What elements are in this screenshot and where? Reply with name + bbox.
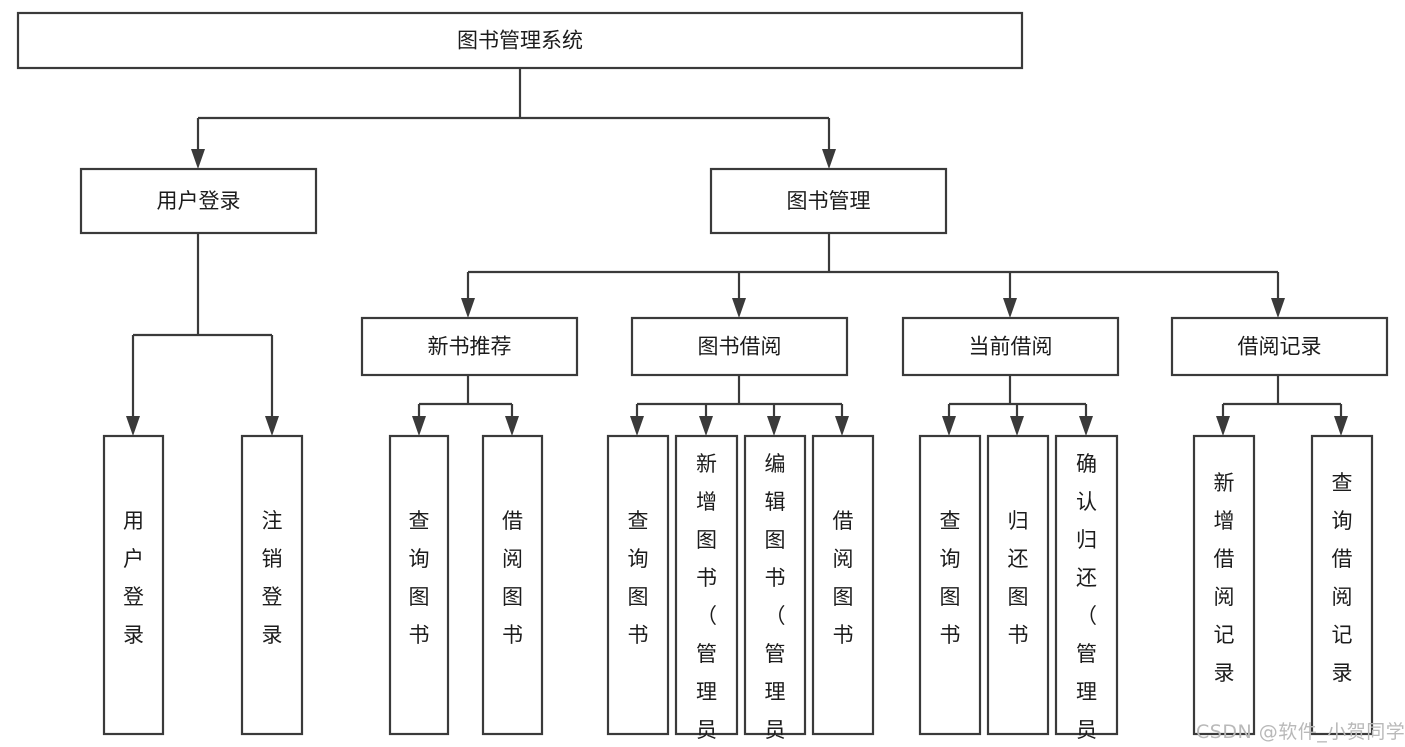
node-label: 查询图书 <box>628 509 649 647</box>
connector-branch-current <box>942 375 1093 436</box>
node-box <box>1192 434 1256 736</box>
node-label: 查询借阅记录 <box>1332 471 1353 685</box>
arrow-head-icon <box>1010 416 1024 436</box>
arrow-head-icon <box>265 416 279 436</box>
arrow-head-icon <box>942 416 956 436</box>
node-box <box>360 316 579 377</box>
node-label: 新增图书（管理员） <box>696 452 717 747</box>
arrow-head-icon <box>822 149 836 169</box>
node-root[interactable]: 图书管理系统 <box>16 11 1024 70</box>
node-box <box>388 434 450 736</box>
node-box <box>481 434 544 736</box>
arrow-head-icon <box>505 416 519 436</box>
node-box <box>630 316 849 377</box>
node-label: 借阅图书 <box>502 509 523 647</box>
node-box <box>16 11 1024 70</box>
node-label: 确认归还（管理员） <box>1076 452 1097 747</box>
node-n-record[interactable]: 借阅记录 <box>1170 316 1389 377</box>
node-leaf-add-book[interactable]: 新增图书（管理员） <box>674 434 739 747</box>
node-label: 用户登录 <box>157 189 241 213</box>
node-label: 查询图书 <box>940 509 961 647</box>
node-leaf-query-record[interactable]: 查询借阅记录 <box>1310 434 1374 736</box>
node-leaf-query-book-b[interactable]: 查询图书 <box>606 434 670 736</box>
connector-branch-root <box>191 68 836 169</box>
node-n-borrow[interactable]: 图书借阅 <box>630 316 849 377</box>
node-label: 注销登录 <box>262 509 283 647</box>
node-leaf-confirm-return[interactable]: 确认归还（管理员） <box>1054 434 1119 747</box>
node-leaf-query-book-c[interactable]: 查询图书 <box>918 434 982 736</box>
node-box <box>709 167 948 235</box>
node-label: 当前借阅 <box>969 335 1053 359</box>
node-box <box>986 434 1050 736</box>
node-leaf-borrow-book-a[interactable]: 借阅图书 <box>481 434 544 736</box>
node-label: 图书管理系统 <box>457 29 583 53</box>
node-label: 新书推荐 <box>428 335 512 359</box>
connector-branch-new-book <box>412 375 519 436</box>
connector-branch-borrow <box>630 375 849 436</box>
node-label: 查询图书 <box>409 509 430 647</box>
arrow-head-icon <box>1271 298 1285 318</box>
node-box <box>918 434 982 736</box>
node-label: 借阅图书 <box>833 509 854 647</box>
node-leaf-query-book-a[interactable]: 查询图书 <box>388 434 450 736</box>
node-label: 编辑图书（管理员） <box>765 452 786 747</box>
node-layer: 图书管理系统用户登录图书管理新书推荐图书借阅当前借阅借阅记录用户登录注销登录查询… <box>16 11 1389 747</box>
arrow-head-icon <box>699 416 713 436</box>
node-leaf-borrow-book-b[interactable]: 借阅图书 <box>811 434 875 736</box>
node-box <box>1310 434 1374 736</box>
arrow-head-icon <box>412 416 426 436</box>
node-n-user-login[interactable]: 用户登录 <box>79 167 318 235</box>
node-label: 借阅记录 <box>1238 335 1322 359</box>
arrow-head-icon <box>835 416 849 436</box>
node-leaf-return-book[interactable]: 归还图书 <box>986 434 1050 736</box>
node-box <box>606 434 670 736</box>
node-box <box>1054 434 1119 736</box>
node-label: 新增借阅记录 <box>1214 471 1235 685</box>
node-leaf-add-record[interactable]: 新增借阅记录 <box>1192 434 1256 736</box>
arrow-head-icon <box>1334 416 1348 436</box>
arrow-head-icon <box>630 416 644 436</box>
node-label: 归还图书 <box>1008 509 1029 647</box>
node-label: 图书借阅 <box>698 335 782 359</box>
arrow-head-icon <box>191 149 205 169</box>
connector-branch-user-login <box>126 233 279 436</box>
node-box <box>901 316 1120 377</box>
node-box <box>674 434 739 736</box>
connector-branch-record <box>1216 375 1348 436</box>
arrow-head-icon <box>767 416 781 436</box>
node-box <box>1170 316 1389 377</box>
node-box <box>102 434 165 736</box>
arrow-head-icon <box>1216 416 1230 436</box>
arrow-head-icon <box>126 416 140 436</box>
node-n-book-manage[interactable]: 图书管理 <box>709 167 948 235</box>
node-n-current[interactable]: 当前借阅 <box>901 316 1120 377</box>
node-leaf-logout[interactable]: 注销登录 <box>240 434 304 736</box>
node-box <box>743 434 807 736</box>
connector-branch-book-manage <box>461 233 1285 318</box>
arrow-head-icon <box>1003 298 1017 318</box>
node-box <box>240 434 304 736</box>
node-leaf-user-login[interactable]: 用户登录 <box>102 434 165 736</box>
arrow-head-icon <box>732 298 746 318</box>
connector-layer <box>126 68 1348 436</box>
node-box <box>811 434 875 736</box>
node-label: 用户登录 <box>123 509 144 647</box>
node-leaf-edit-book[interactable]: 编辑图书（管理员） <box>743 434 807 747</box>
node-box <box>79 167 318 235</box>
arrow-head-icon <box>1079 416 1093 436</box>
node-n-new-book[interactable]: 新书推荐 <box>360 316 579 377</box>
node-label: 图书管理 <box>787 189 871 213</box>
arrow-head-icon <box>461 298 475 318</box>
